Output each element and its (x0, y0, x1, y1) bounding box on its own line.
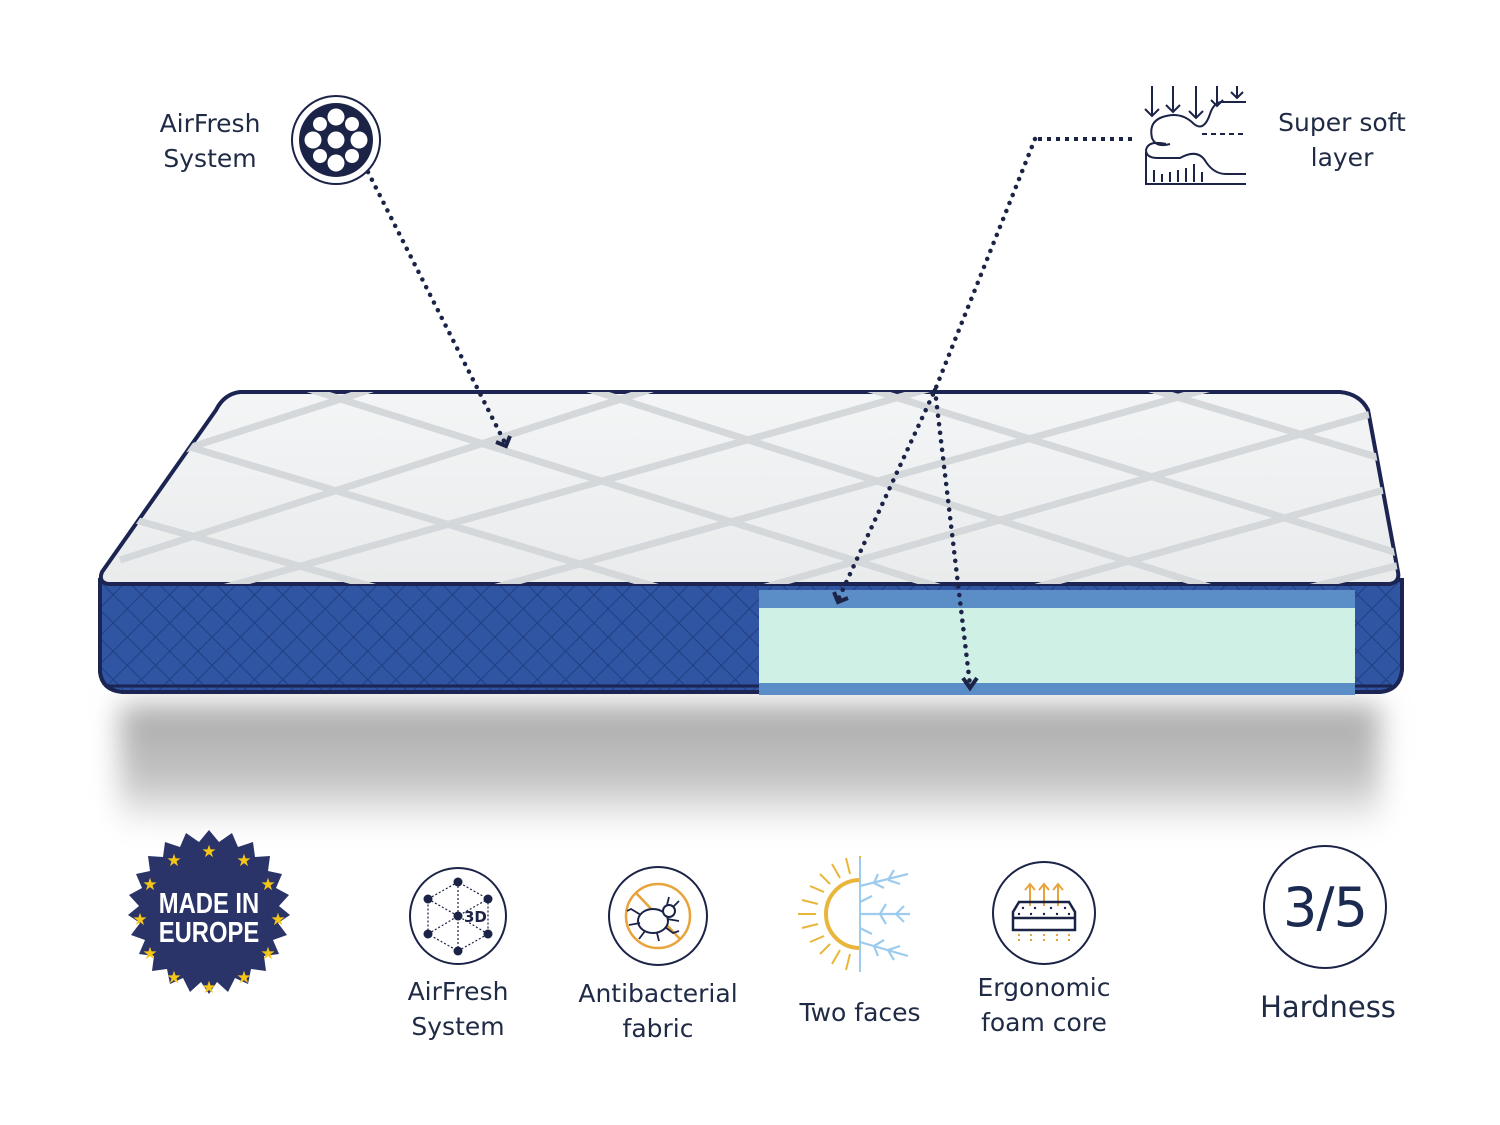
foam-airflow-icon (992, 861, 1096, 965)
feature-airfresh-line1: AirFresh (407, 977, 509, 1006)
feature-two-faces-label: Two faces (780, 995, 940, 1030)
airfresh-callout-line2: System (163, 144, 257, 173)
feature-ergonomic-label: Ergonomic foam core (954, 970, 1134, 1040)
no-mite-icon (608, 866, 708, 966)
feature-ergonomic-line1: Ergonomic (977, 973, 1111, 1002)
svg-text:3D: 3D (464, 908, 487, 926)
perforated-circle-icon (291, 95, 381, 185)
svg-text:★: ★ (142, 875, 157, 895)
svg-text:★: ★ (236, 968, 251, 988)
super-soft-callout-label: Super soft layer (1262, 105, 1422, 175)
badge-line1: MADE IN (158, 888, 260, 920)
svg-text:★: ★ (236, 851, 251, 871)
svg-text:★: ★ (201, 842, 216, 862)
pressure-layer-icon (1144, 86, 1246, 185)
svg-text:★: ★ (201, 978, 216, 998)
svg-text:★: ★ (166, 851, 181, 871)
super-soft-callout-line2: layer (1310, 143, 1374, 172)
svg-text:★: ★ (142, 944, 157, 964)
feature-antibacterial-label: Antibacterial fabric (568, 976, 748, 1046)
feature-ergonomic-line2: foam core (981, 1008, 1107, 1037)
airfresh-callout-line1: AirFresh (159, 109, 261, 138)
svg-text:★: ★ (260, 944, 275, 964)
feature-airfresh-line2: System (411, 1012, 505, 1041)
sun-snowflake-icon (798, 856, 910, 972)
airfresh-callout-label: AirFresh System (140, 106, 280, 176)
feature-two-faces-line1: Two faces (799, 998, 921, 1027)
svg-text:★: ★ (132, 910, 147, 930)
made-in-europe-badge: ★ ★ ★ ★ ★ ★ ★ ★ ★ ★ ★ ★ MADE IN EUROPE (118, 828, 300, 1010)
feature-antibacterial-line1: Antibacterial (578, 979, 738, 1008)
3d-mesh-icon: 3D (409, 867, 507, 965)
svg-text:★: ★ (270, 910, 285, 930)
svg-text:★: ★ (260, 875, 275, 895)
hardness-rating: 3/5 (1263, 845, 1387, 969)
feature-antibacterial-line2: fabric (622, 1014, 694, 1043)
svg-text:★: ★ (166, 968, 181, 988)
hardness-label: Hardness (1260, 990, 1396, 1024)
eu-stars-icon: ★ ★ ★ ★ ★ ★ ★ ★ ★ ★ ★ ★ (128, 830, 290, 998)
badge-line2: EUROPE (158, 917, 260, 949)
mattress-shadow (120, 705, 1380, 830)
feature-airfresh-label: AirFresh System (378, 974, 538, 1044)
super-soft-callout-line1: Super soft (1278, 108, 1406, 137)
